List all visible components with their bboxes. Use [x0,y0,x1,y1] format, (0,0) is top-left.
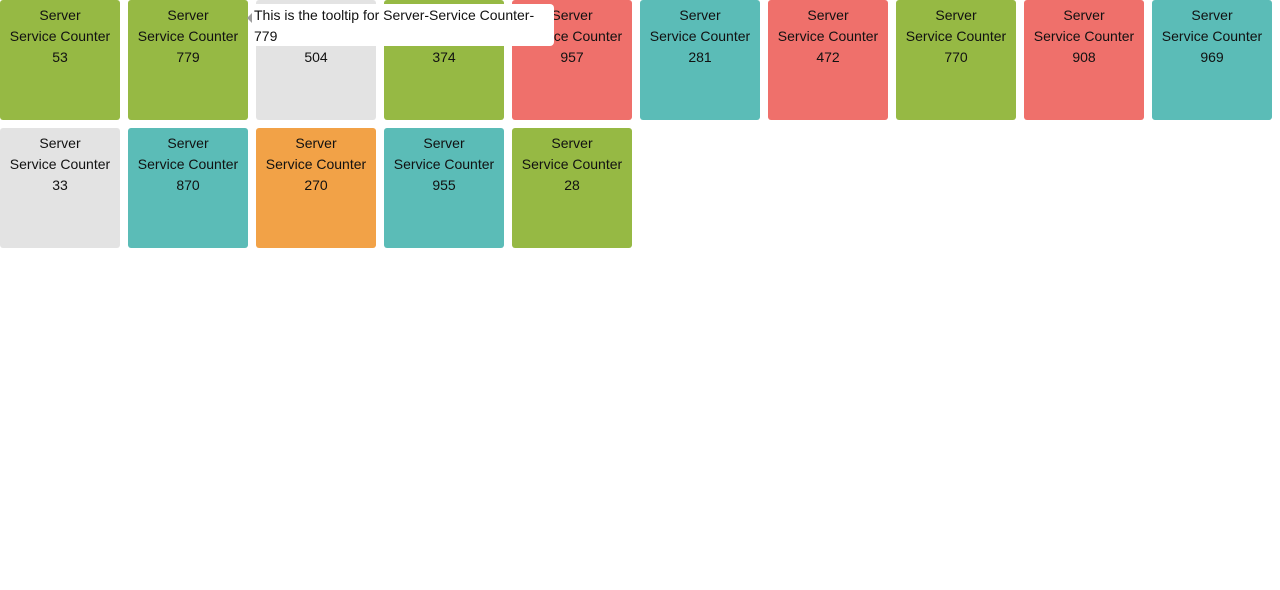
tooltip-text: This is the tooltip for Server-Service C… [254,7,535,44]
tile-value: 957 [560,49,584,65]
tile-value: 281 [688,49,712,65]
tile-title: Server [167,135,209,151]
tile-subtitle: Service Counter [521,156,623,172]
tile-subtitle: Service Counter [1161,28,1263,44]
tile-title: Server [551,7,593,23]
tile-subtitle: Service Counter [777,28,879,44]
tile-value: 33 [52,177,68,193]
tile-title: Server [39,135,81,151]
tile-subtitle: Service Counter [9,28,111,44]
tile-title: Server [935,7,977,23]
tile-value: 969 [1200,49,1224,65]
tile-subtitle: Service Counter [905,28,1007,44]
tile-subtitle: Service Counter [137,28,239,44]
tile-value: 779 [176,49,200,65]
tile-title: Server [423,135,465,151]
tile-title: Server [1063,7,1105,23]
tile-value: 908 [1072,49,1096,65]
tile-tooltip: This is the tooltip for Server-Service C… [247,4,554,46]
tile-subtitle: Service Counter [9,156,111,172]
tile-subtitle: Service Counter [265,156,367,172]
tile-value: 270 [304,177,328,193]
tile-value: 28 [564,177,580,193]
tile-title: Server [39,7,81,23]
tile-subtitle: Service Counter [649,28,751,44]
tile-title: Server [167,7,209,23]
tooltip-arrow-icon [247,13,252,23]
tile-title: Server [679,7,721,23]
tile-value: 374 [432,49,456,65]
tile-value: 955 [432,177,456,193]
tile-value: 472 [816,49,840,65]
tile-title: Server [551,135,593,151]
tile-title: Server [295,135,337,151]
tile-value: 504 [304,49,328,65]
tile-value: 53 [52,49,68,65]
tile-subtitle: Service Counter [393,156,495,172]
tile-title: Server [807,7,849,23]
tile-subtitle: Service Counter [1033,28,1135,44]
tile-value: 870 [176,177,200,193]
tile-value: 770 [944,49,968,65]
tile-title: Server [1191,7,1233,23]
tile-subtitle: Service Counter [137,156,239,172]
